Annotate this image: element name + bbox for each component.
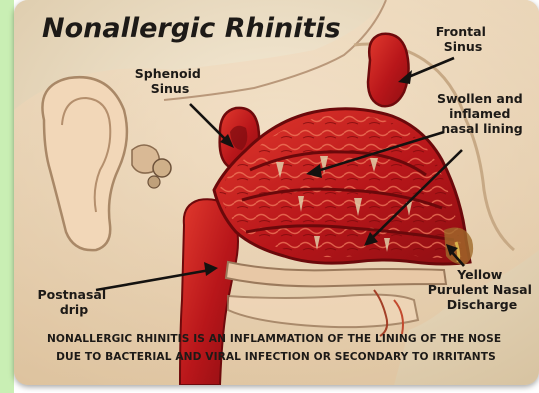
frontal-sinus: [368, 34, 409, 106]
label-swollen-lining: Swollen and inflamed nasal lining: [437, 91, 527, 136]
rhinitis-illustration: Nonallergic Rhinitis Frontal Sinus Sphen…: [14, 0, 539, 385]
slide-accent-bar: [0, 0, 14, 393]
label-frontal-sinus: Frontal Sinus: [436, 24, 490, 54]
diagram-title: Nonallergic Rhinitis: [42, 13, 341, 44]
illustration-panel: Nonallergic Rhinitis Frontal Sinus Sphen…: [14, 0, 539, 385]
